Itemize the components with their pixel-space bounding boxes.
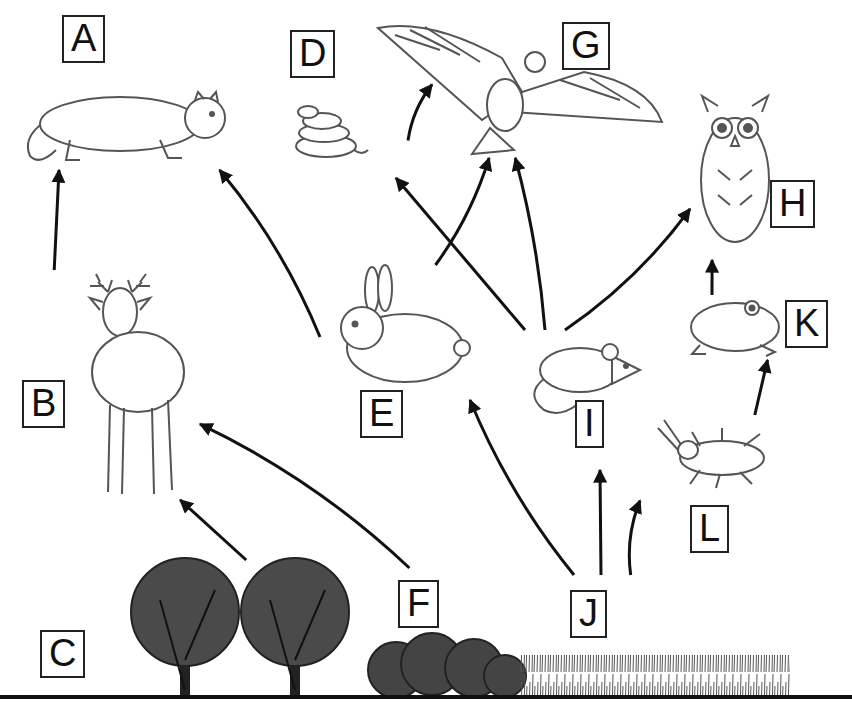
organism-node: H — [690, 90, 820, 260]
energy-arrow — [711, 260, 714, 295]
ground-line — [0, 695, 852, 699]
energy-arrow — [408, 85, 432, 141]
eagle-drawing — [378, 26, 662, 154]
letter-label: J — [570, 590, 607, 638]
letter-label: G — [562, 22, 610, 70]
letter-label: A — [62, 15, 105, 63]
letter-label: D — [290, 30, 335, 78]
grass-drawing — [520, 655, 790, 697]
organism-node: J — [520, 575, 790, 697]
letter-label: K — [785, 300, 828, 348]
energy-arrow — [755, 360, 768, 415]
organism-node: C — [35, 560, 355, 697]
deer-drawing — [90, 274, 184, 494]
snake-drawing — [296, 106, 368, 157]
organism-node: D — [288, 28, 408, 178]
bushes-drawing — [368, 633, 526, 698]
energy-arrow — [54, 170, 59, 270]
energy-arrow — [629, 501, 640, 575]
letter-label: C — [40, 630, 85, 678]
organism-node: G — [432, 8, 670, 158]
energy-arrow — [565, 209, 690, 330]
organism-node: E — [320, 265, 470, 445]
organism-node: B — [20, 270, 200, 500]
energy-arrow — [600, 470, 601, 575]
energy-arrow — [470, 400, 574, 575]
organism-node: K — [685, 295, 835, 360]
energy-arrow — [396, 178, 525, 330]
cougar-drawing — [28, 92, 225, 160]
beetle-drawing — [658, 420, 764, 488]
energy-arrow — [515, 158, 545, 330]
energy-arrow — [436, 158, 490, 265]
energy-arrow — [180, 500, 246, 560]
energy-arrow — [200, 424, 409, 568]
letter-label: H — [770, 180, 815, 228]
rabbit-drawing — [341, 265, 470, 382]
letter-label: L — [690, 505, 729, 553]
letter-label: E — [360, 390, 403, 438]
organism-node: A — [15, 15, 235, 170]
energy-arrow — [220, 170, 320, 337]
letter-label: F — [398, 580, 439, 628]
organism-node: L — [640, 415, 780, 560]
organism-node: I — [520, 330, 645, 470]
toad-drawing — [691, 301, 779, 356]
organism-node: F — [355, 568, 525, 695]
letter-label: B — [22, 380, 65, 428]
owl-drawing — [701, 96, 769, 242]
letter-label: I — [575, 400, 604, 448]
trees-drawing — [131, 558, 349, 697]
